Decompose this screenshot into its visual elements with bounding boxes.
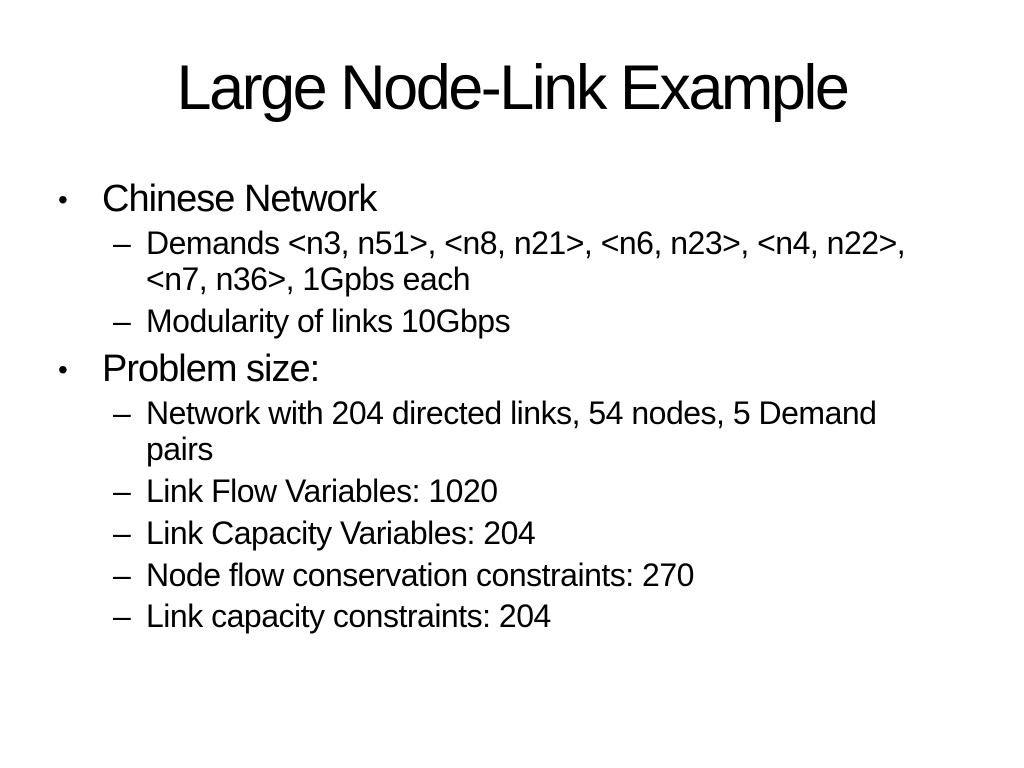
sub-bullet-item: – Modularity of links 10Gbps [58, 303, 968, 340]
sub-bullet-text: Link Capacity Variables: 204 [146, 514, 536, 551]
slide-title: Large Node-Link Example [176, 53, 850, 123]
sub-bullet-marker: – [113, 598, 131, 635]
bullet-item: • Chinese Network [58, 176, 968, 222]
sub-bullet-marker: – [113, 514, 131, 551]
sub-bullet-item: – Node flow conservation constraints: 27… [58, 556, 968, 594]
bullet-marker: • [58, 184, 68, 215]
bullet-label: Problem size: [102, 347, 320, 390]
sub-bullet-text: Network with 204 directed links, 54 node… [146, 395, 877, 468]
slide-body: • Chinese Network – Demands <n3, n51>, <… [58, 176, 968, 641]
sub-bullet-marker: – [113, 395, 131, 432]
bullet-marker: • [58, 353, 68, 385]
sub-bullet-text: Node flow conservation constraints: 270 [146, 556, 694, 593]
bullet-item: • Problem size: [58, 346, 968, 392]
sub-bullet-text: Demands <n3, n51>, <n8, n21>, <n6, n23>,… [146, 225, 906, 298]
sub-bullet-text: Modularity of links 10Gbps [146, 303, 511, 340]
sub-bullet-item: – Network with 204 directed links, 54 no… [58, 395, 968, 468]
sub-bullet-item: – Link Flow Variables: 1020 [58, 472, 968, 510]
sub-bullet-marker: – [113, 556, 131, 593]
sub-bullet-text: Link Flow Variables: 1020 [146, 472, 498, 509]
bullet-label: Chinese Network [102, 178, 377, 220]
sub-bullet-item: – Link Capacity Variables: 204 [58, 514, 968, 552]
sub-bullet-marker: – [113, 472, 131, 509]
sub-bullet-item: – Demands <n3, n51>, <n8, n21>, <n6, n23… [58, 226, 968, 298]
sub-bullet-text: Link capacity constraints: 204 [146, 598, 551, 635]
sub-bullet-marker: – [113, 303, 131, 340]
sub-bullet-item: – Link capacity constraints: 204 [58, 599, 968, 635]
sub-bullet-marker: – [113, 225, 131, 262]
